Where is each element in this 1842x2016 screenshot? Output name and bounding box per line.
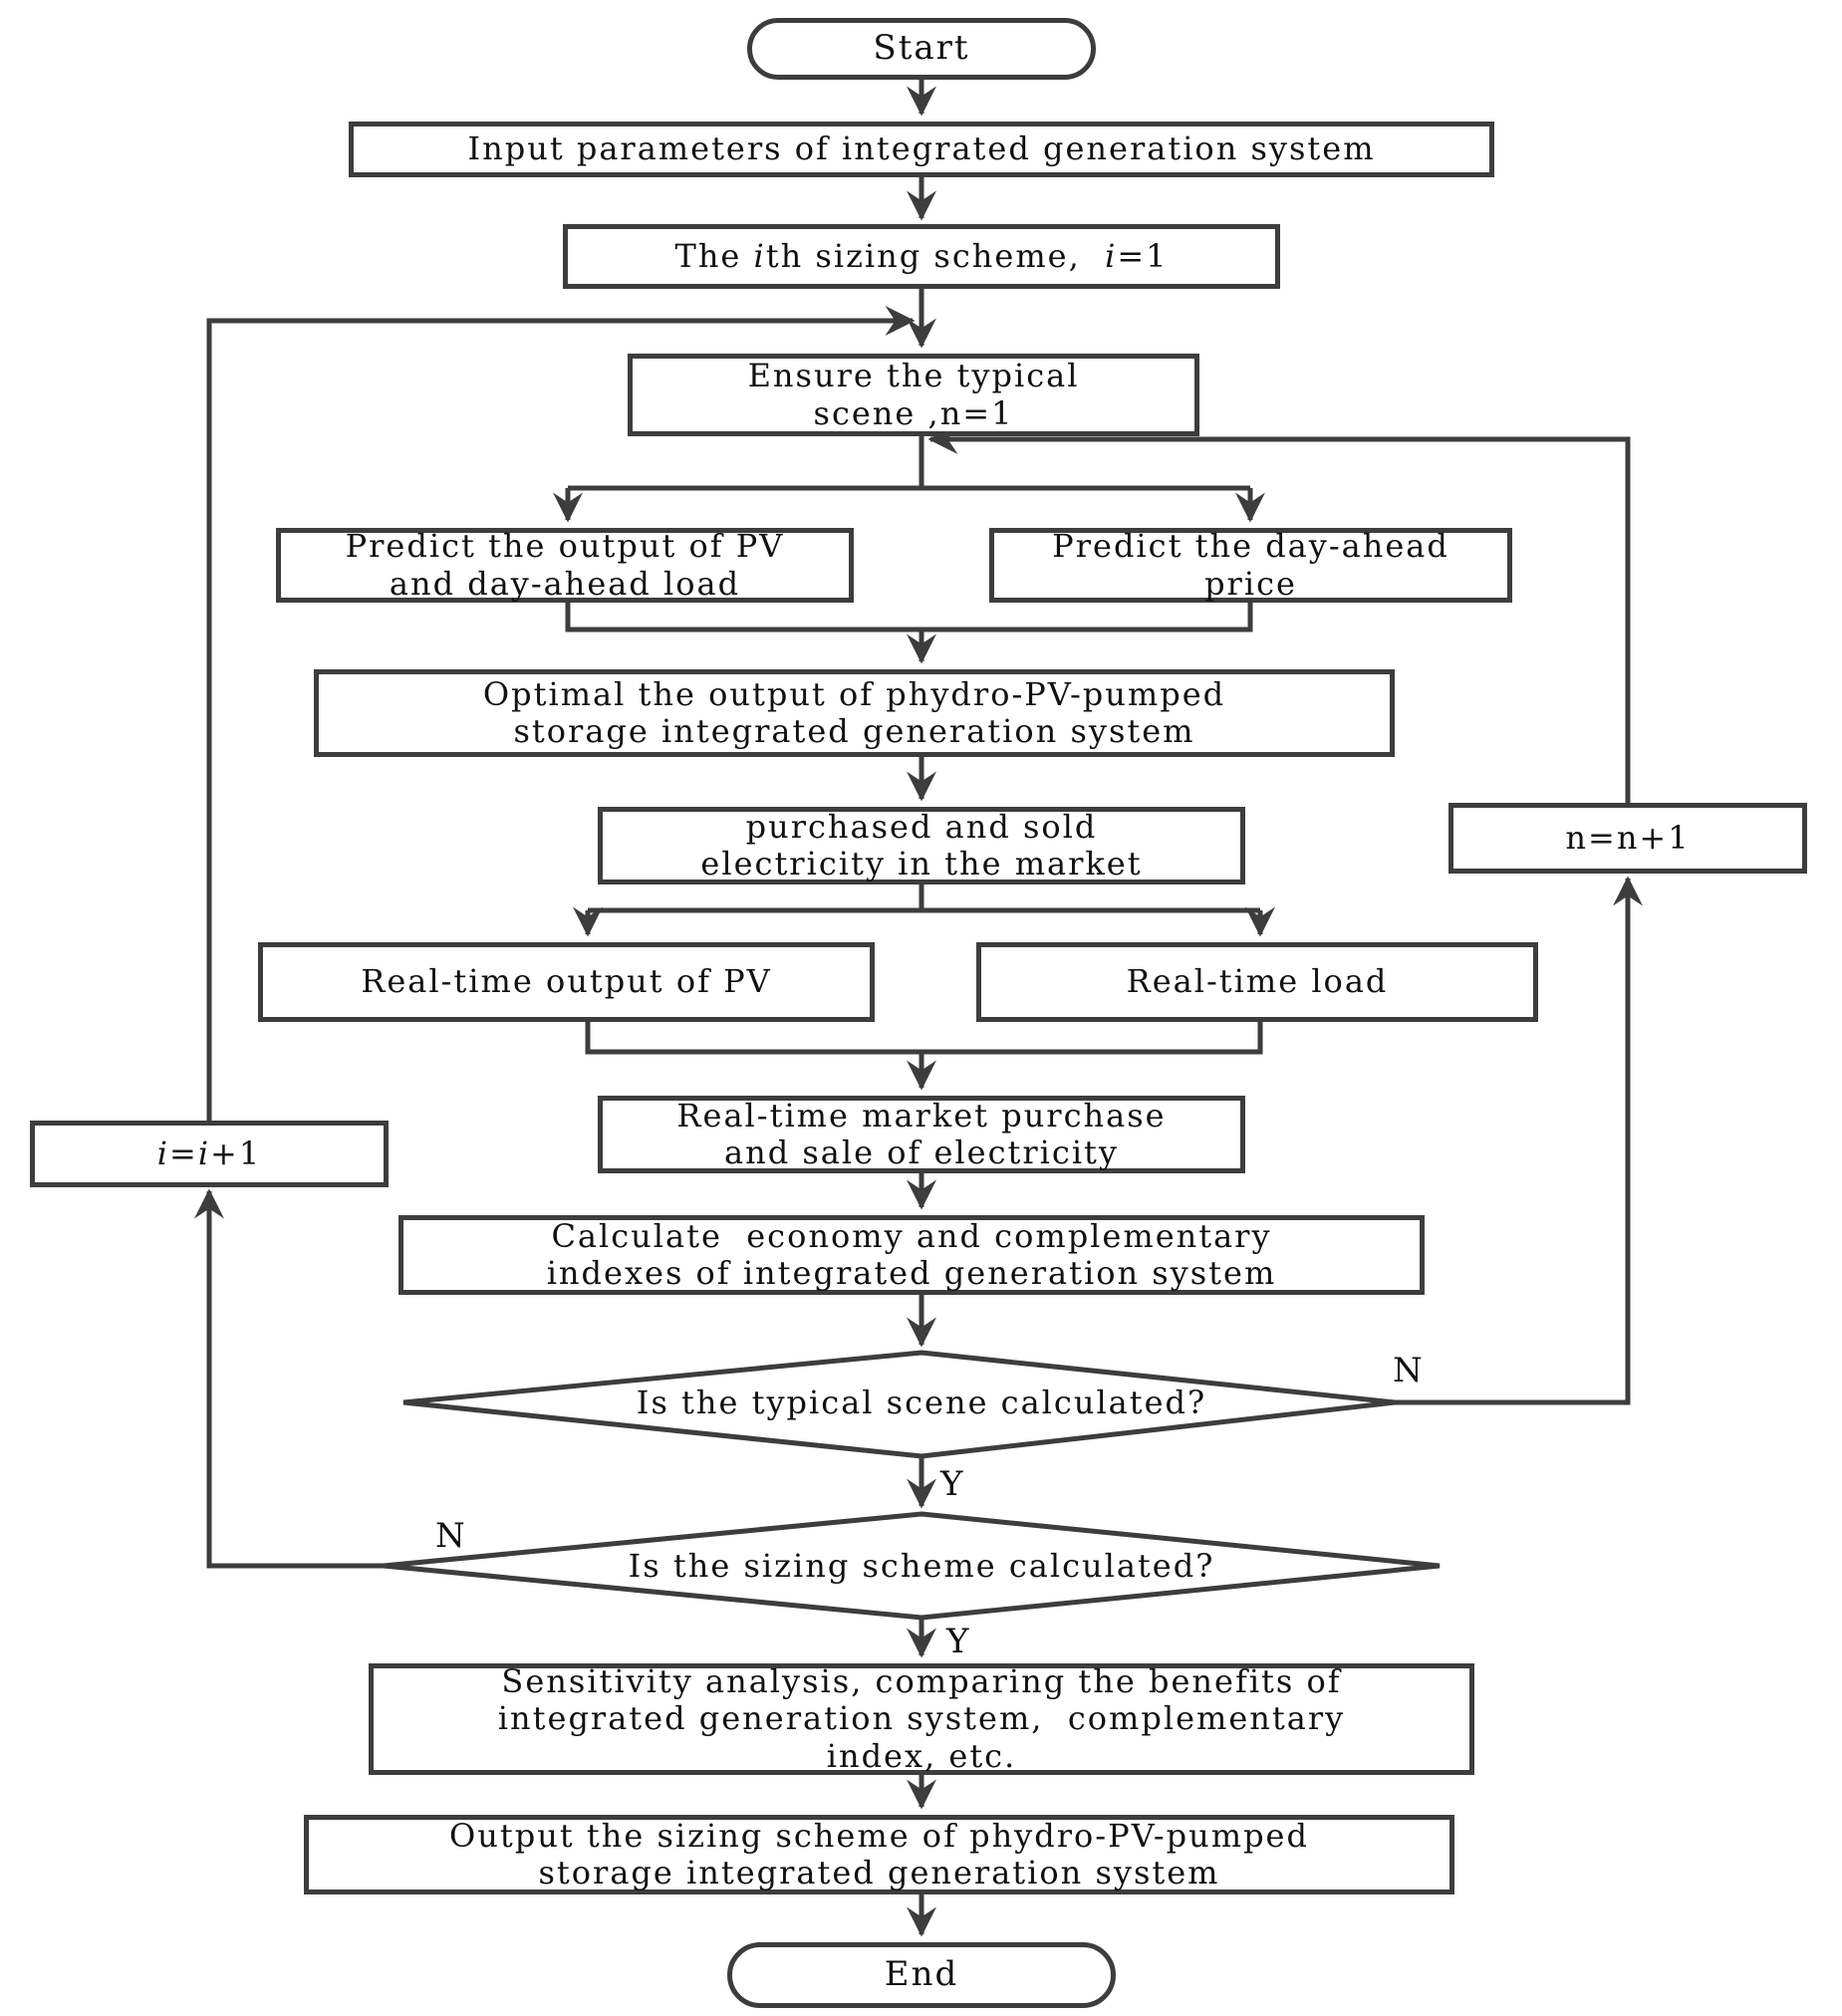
sizing-label-mid: th sizing scheme,: [765, 236, 1106, 275]
ensure-typical-scene-label: Ensure the typical scene ,n=1: [747, 357, 1080, 432]
ensure-typical-scene-node: Ensure the typical scene ,n=1: [628, 354, 1199, 436]
predict-pv-load-node: Predict the output of PV and day-ahead l…: [276, 528, 854, 603]
i-increment-eq: =: [169, 1134, 198, 1172]
realtime-load-label: Real-time load: [1126, 962, 1389, 1001]
end-label: End: [884, 1954, 959, 1995]
realtime-pv-label: Real-time output of PV: [361, 962, 772, 1001]
purchased-sold-label: purchased and sold electricity in the ma…: [700, 807, 1143, 882]
sensitivity-analysis-label: Sensitivity analysis, comparing the bene…: [497, 1662, 1346, 1775]
sizing-label-pre: The: [674, 236, 754, 275]
decision-typical-text: Is the typical scene calculated?: [636, 1384, 1207, 1421]
start-label: Start: [873, 28, 970, 69]
i-increment-node: i=i+1: [30, 1121, 389, 1187]
input-parameters-node: Input parameters of integrated generatio…: [349, 122, 1494, 177]
line-sizing-no-to-i-increment: [194, 1188, 384, 1569]
typical-yes-label: Y: [940, 1464, 964, 1504]
realtime-market-node: Real-time market purchase and sale of el…: [598, 1096, 1245, 1173]
i-increment-label: i=i+1: [156, 1134, 262, 1172]
sizing-label-i2: i: [1105, 236, 1118, 275]
realtime-load-node: Real-time load: [976, 942, 1538, 1022]
line-predict-merge: [565, 603, 1253, 632]
line-typical-no-to-n-increment: [1395, 876, 1643, 1405]
i-increment-i2: i: [197, 1134, 211, 1172]
optimal-output-label: Optimal the output of phydro-PV-pumped s…: [482, 674, 1226, 750]
sizing-scheme-label: The ith sizing scheme, i=1: [674, 236, 1169, 275]
predict-pv-load-label: Predict the output of PV and day-ahead l…: [345, 527, 785, 603]
i-increment-post: +1: [210, 1134, 262, 1172]
output-sizing-node: Output the sizing scheme of phydro-PV-pu…: [304, 1815, 1454, 1894]
predict-price-node: Predict the day-ahead price: [989, 528, 1512, 603]
calculate-indexes-node: Calculate economy and complementary inde…: [398, 1215, 1425, 1295]
start-node: Start: [747, 18, 1096, 80]
sizing-yes-label: Y: [946, 1622, 970, 1661]
input-parameters-label: Input parameters of integrated generatio…: [467, 129, 1376, 168]
predict-price-label: Predict the day-ahead price: [1052, 527, 1449, 603]
n-increment-node: n=n+1: [1448, 803, 1807, 874]
i-increment-i1: i: [156, 1134, 169, 1172]
realtime-market-label: Real-time market purchase and sale of el…: [676, 1096, 1167, 1171]
calculate-indexes-label: Calculate economy and complementary inde…: [546, 1216, 1277, 1292]
decision-sizing-diamond: [383, 1511, 1441, 1621]
typical-no-label: N: [1393, 1351, 1424, 1390]
end-node: End: [727, 1942, 1116, 2008]
line-i-increment-to-ensure-entry: [206, 306, 916, 1121]
sizing-no-label: N: [435, 1516, 466, 1556]
decision-typical-diamond: [402, 1350, 1396, 1459]
sizing-label-post: =1: [1117, 236, 1169, 275]
sensitivity-analysis-node: Sensitivity analysis, comparing the bene…: [369, 1663, 1474, 1775]
sizing-scheme-node: The ith sizing scheme, i=1: [563, 224, 1280, 289]
output-sizing-label: Output the sizing scheme of phydro-PV-pu…: [449, 1816, 1309, 1891]
optimal-output-node: Optimal the output of phydro-PV-pumped s…: [314, 669, 1395, 757]
line-n-increment-to-ensure-entry: [927, 424, 1631, 803]
realtime-pv-node: Real-time output of PV: [258, 942, 875, 1022]
purchased-sold-node: purchased and sold electricity in the ma…: [598, 807, 1245, 884]
line-realtime-merge: [585, 1022, 1263, 1055]
sizing-label-i1: i: [753, 236, 766, 275]
n-increment-label: n=n+1: [1565, 818, 1691, 857]
decision-sizing-text: Is the sizing scheme calculated?: [628, 1547, 1215, 1585]
